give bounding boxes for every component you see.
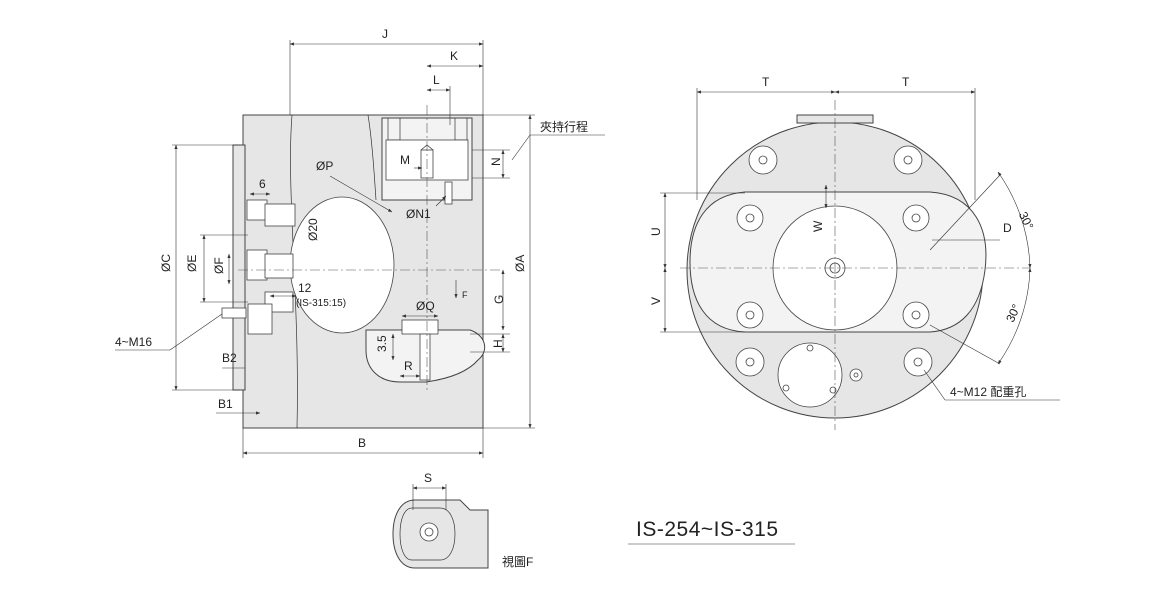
dim-H: H	[491, 339, 505, 348]
dim-3.5: 3.5	[375, 335, 389, 352]
dim-B2: B2	[222, 351, 237, 365]
thread-m16-label: 4~M16	[115, 335, 152, 349]
dim-phiE: ØE	[185, 255, 199, 272]
dim-V: V	[649, 297, 663, 305]
left-fittings	[221, 199, 296, 335]
dim-phiN1: ØN1	[406, 207, 431, 221]
view-f-caption: 視圖F	[502, 554, 533, 569]
dim-phiQ: ØQ	[416, 299, 435, 313]
dim-phi20: Ø20	[306, 218, 320, 241]
clamp-stroke-label: 夾持行程	[540, 119, 588, 134]
dim-M: M	[400, 153, 410, 167]
side-view: T T U V W D 30° 30° 4~M12 配重孔	[649, 75, 1060, 430]
dim-T-right: T	[902, 75, 910, 89]
front-view: J K L M N 夾持行程 ØP ØN1 6 Ø20 ØC ØE ØF	[115, 27, 605, 458]
dim-L: L	[433, 73, 440, 87]
balance-hole-label: 4~M12 配重孔	[950, 385, 1026, 399]
angle-30-upper: 30°	[1016, 209, 1036, 232]
center-bore	[289, 196, 395, 334]
dim-phiC: ØC	[159, 254, 173, 272]
mount-bolts	[735, 145, 933, 408]
dim-T-left: T	[762, 75, 770, 89]
dim-U: U	[649, 227, 663, 236]
dim-S: S	[424, 471, 432, 485]
dim-D: D	[1003, 221, 1012, 235]
dim-W: W	[811, 220, 825, 232]
dim-G: G	[492, 295, 506, 304]
model-title: IS-254~IS-315	[636, 518, 779, 541]
view-arrow-F: F	[462, 290, 468, 300]
dim-B1: B1	[218, 397, 233, 411]
dim-is315: (IS-315:15)	[296, 298, 346, 309]
dim-N: N	[489, 157, 503, 166]
view-f: S 視圖F	[392, 471, 533, 569]
dim-B: B	[358, 436, 366, 450]
dim-R: R	[404, 359, 413, 373]
dim-12: 12	[298, 281, 312, 295]
view-f-outline	[392, 499, 489, 569]
dim-K: K	[450, 49, 458, 63]
dim-6: 6	[259, 177, 266, 191]
dim-phiP: ØP	[316, 159, 333, 173]
dim-phiA: ØA	[513, 255, 527, 272]
dim-phiF: ØF	[212, 257, 226, 274]
dim-J: J	[382, 27, 388, 41]
